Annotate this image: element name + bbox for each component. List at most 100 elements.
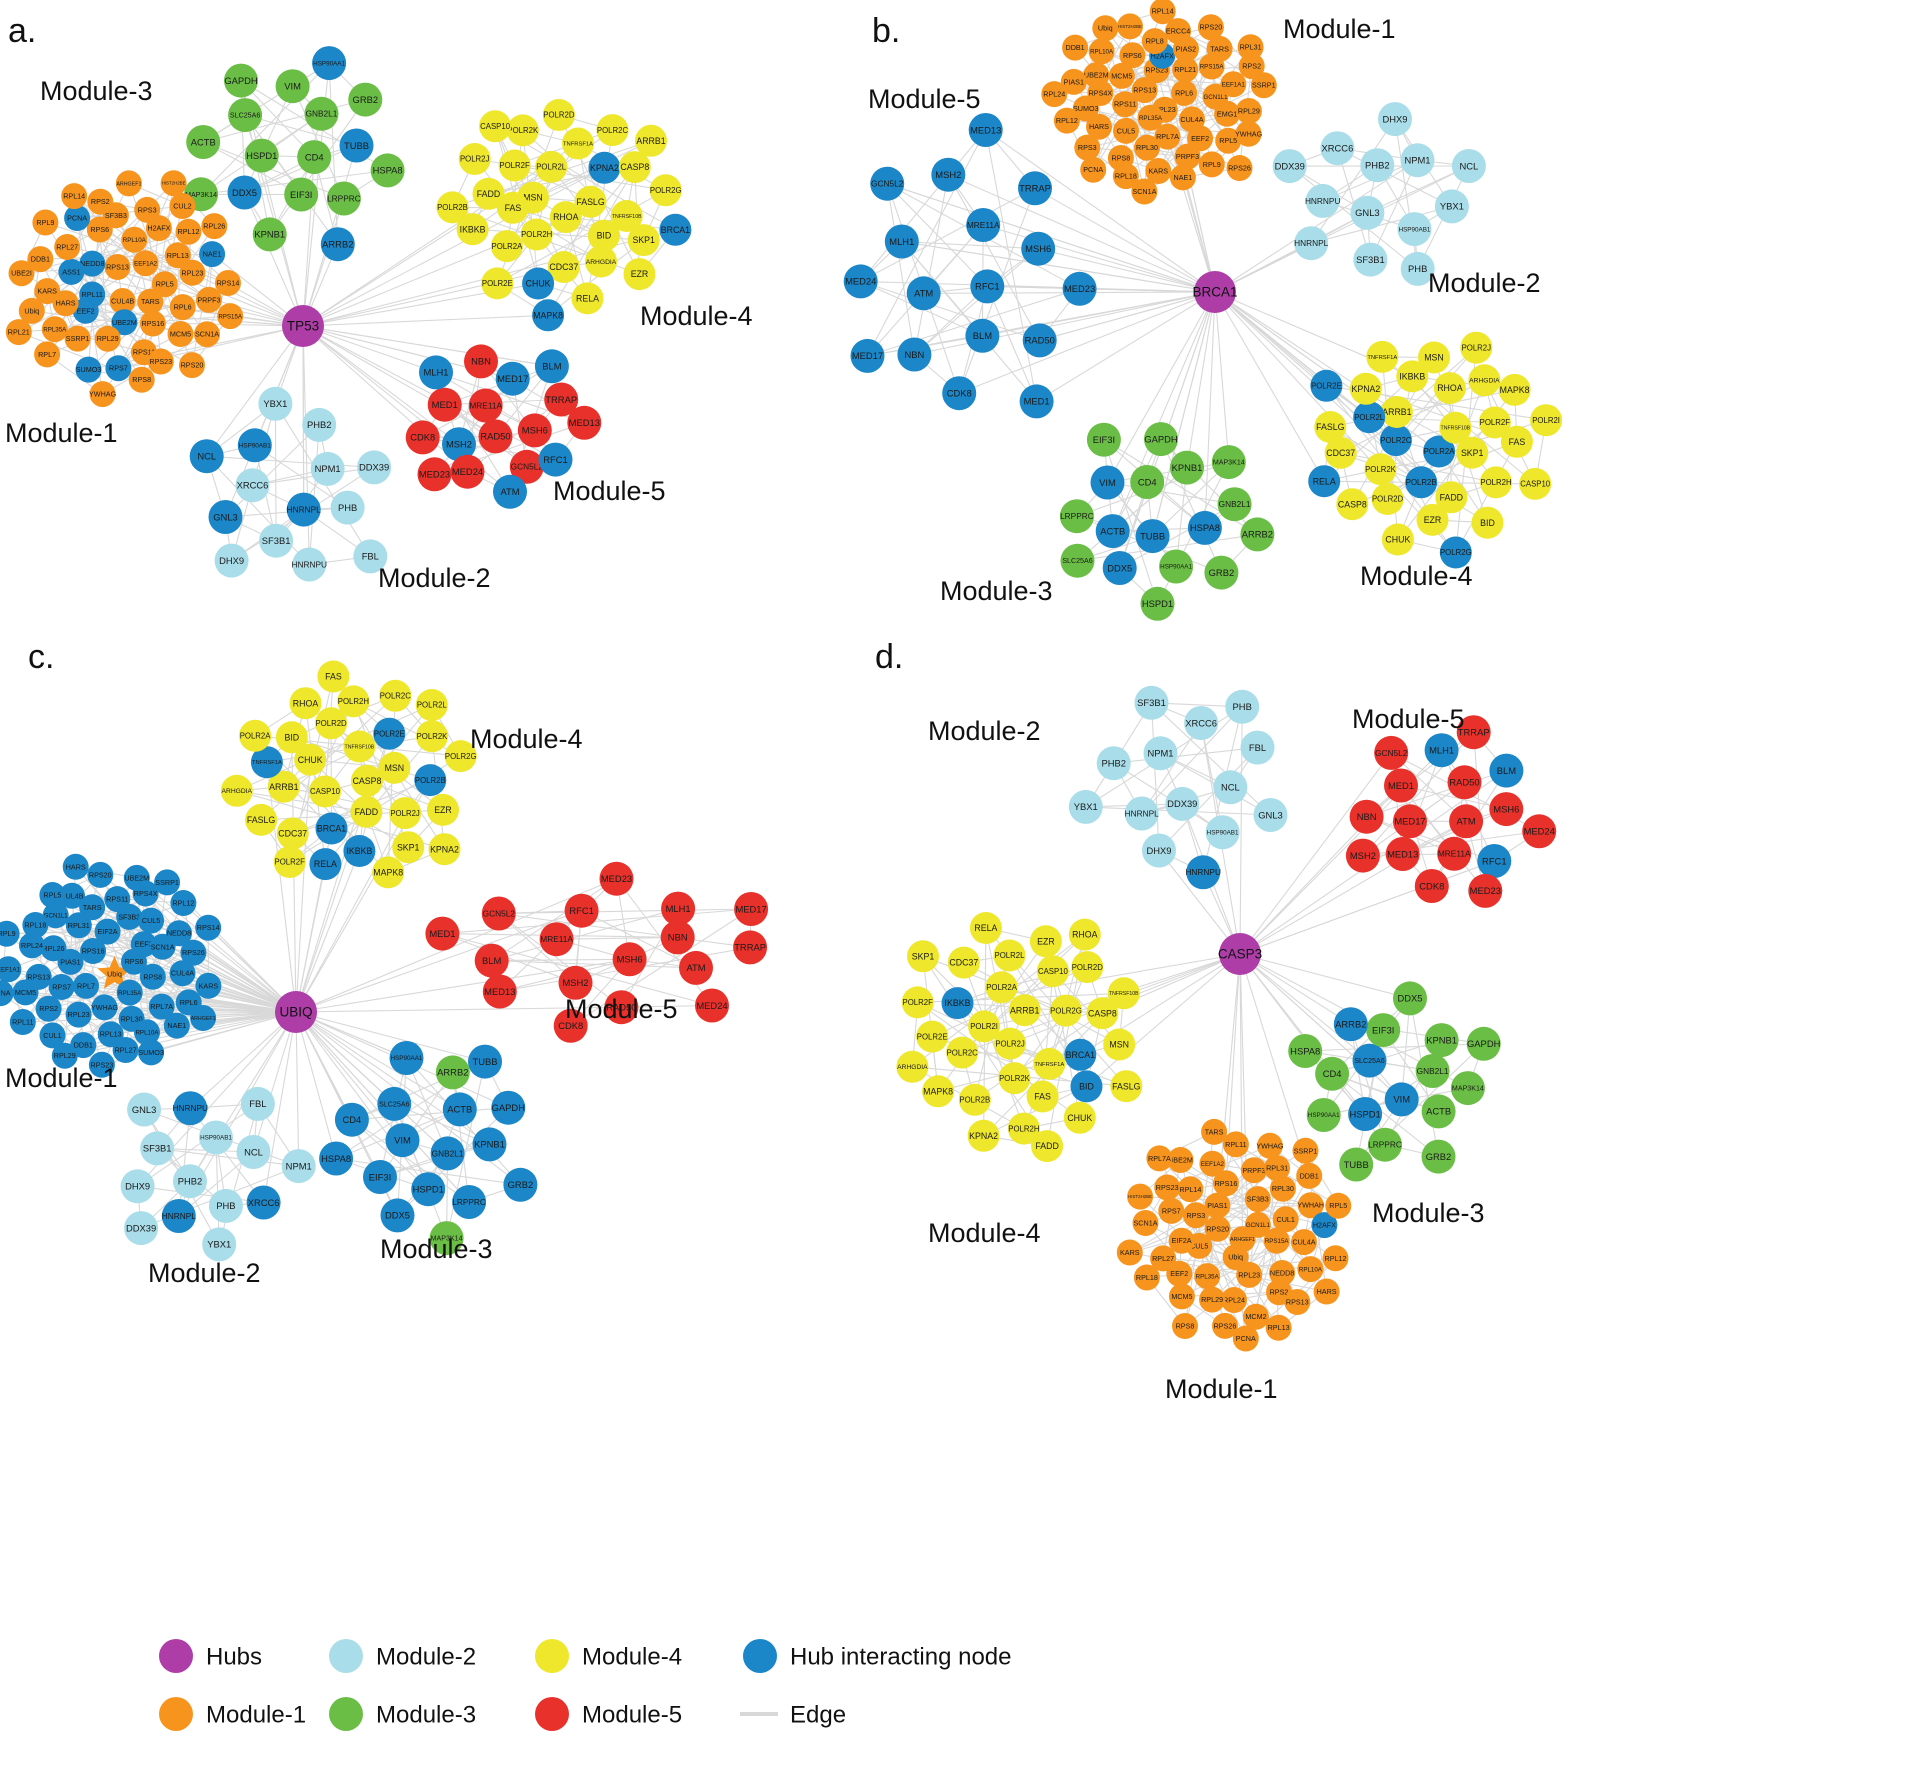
node-EZR: EZR: [1416, 503, 1449, 536]
node-RPS2: RPS2: [1238, 53, 1265, 80]
node-MED1: MED1: [1019, 384, 1054, 419]
node-label: UBE2I: [11, 269, 32, 278]
node-SSRP1: SSRP1: [154, 869, 181, 896]
node-label: SUMO3: [76, 365, 102, 374]
node-label: VIM: [1393, 1094, 1410, 1105]
node-SLC25A6: SLC25A6: [1060, 543, 1095, 578]
hub-label: UBIQ: [279, 1005, 312, 1020]
node-MAP3K14: MAP3K14: [1450, 1071, 1485, 1106]
node-TNFRSF10B: TNFRSF10B: [1439, 411, 1472, 444]
node-POLR2F: POLR2F: [1478, 406, 1511, 439]
node-ERCC4: ERCC4: [1165, 18, 1192, 45]
node-label: H2AFX: [1313, 1221, 1336, 1230]
node-DDX39: DDX39: [357, 450, 392, 485]
node-MSH2: MSH2: [558, 965, 593, 1000]
node-label: CUL1: [1277, 1215, 1295, 1224]
node-MSH6: MSH6: [612, 942, 647, 977]
node-label: RPS4X: [134, 889, 158, 898]
legend-swatch-Module-5: [535, 1697, 569, 1731]
node-label: RPL30: [121, 1014, 143, 1023]
node-label: RAD50: [606, 1001, 636, 1012]
node-HSPD1: HSPD1: [244, 138, 279, 173]
module-label-c-Module-5: Module-5: [565, 994, 678, 1024]
node-CD4: CD4: [297, 140, 332, 175]
node-label: MED17: [735, 903, 766, 914]
node-MRE11A: MRE11A: [1437, 836, 1472, 871]
node-POLR2H: POLR2H: [1007, 1112, 1040, 1145]
node-RPS11: RPS11: [104, 886, 131, 913]
node-label: KPNA2: [969, 1131, 998, 1141]
node-label: POLR2F: [275, 858, 306, 867]
node-label: EEF1A1: [1222, 81, 1246, 88]
node-label: MSH2: [935, 169, 961, 180]
node-label: RHOA: [293, 698, 319, 708]
node-label: RPL5: [1219, 136, 1237, 145]
node-label: MSH6: [1025, 243, 1051, 254]
node-label: RPS16: [82, 947, 105, 956]
node-label: ARHGDIA: [897, 1064, 928, 1071]
node-RPL29: RPL29: [1199, 1286, 1226, 1313]
node-label: GAPDH: [1144, 433, 1177, 444]
node-GRB2: GRB2: [503, 1167, 538, 1202]
node-label: EEF2: [1170, 1269, 1188, 1278]
node-BLM: BLM: [1489, 753, 1524, 788]
node-FADD: FADD: [1435, 481, 1468, 514]
node-label: RPS7: [109, 364, 128, 373]
node-POLR2L: POLR2L: [1353, 401, 1386, 434]
node-label: TNFRSF10B: [612, 214, 642, 220]
node-RPL9: RPL9: [0, 920, 20, 947]
node-RPL7: RPL7: [73, 972, 99, 999]
node-label: DHX9: [219, 555, 244, 566]
node-CASP8: CASP8: [618, 151, 651, 184]
node-RAD50: RAD50: [1022, 323, 1057, 358]
node-TNFRSF10B: TNFRSF10B: [1107, 977, 1140, 1010]
node-VIM: VIM: [1090, 465, 1125, 500]
node-label: BID: [284, 732, 299, 742]
node-CDC37: CDC37: [276, 817, 309, 850]
node-ARRB1: ARRB1: [1380, 396, 1413, 428]
node-RELA: RELA: [309, 848, 342, 881]
node-GCN5L2: GCN5L2: [509, 449, 544, 484]
node-EEF1A1: EEF1A1: [0, 956, 22, 983]
legend-label: Hub interacting node: [790, 1643, 1011, 1670]
node-label: CASP10: [310, 787, 341, 796]
node-MAP3K14: MAP3K14: [1211, 445, 1246, 480]
node-label: RPL23: [181, 268, 203, 277]
node-label: TRRAP: [545, 394, 577, 405]
node-YBX1: YBX1: [258, 386, 293, 421]
node-MAP3K14: MAP3K14: [429, 1221, 464, 1256]
node-UBE2M: UBE2M: [1167, 1147, 1194, 1173]
node-BID: BID: [1471, 506, 1504, 539]
node-GAPDH: GAPDH: [1466, 1026, 1501, 1061]
node-label: RPL5: [156, 280, 174, 289]
node-label: SLC25A6: [230, 112, 260, 120]
node-label: POLR2L: [536, 163, 567, 172]
node-RPS13: RPS13: [1284, 1289, 1311, 1315]
node-label: RPS11: [1114, 100, 1136, 109]
node-label: ARRB2: [437, 1067, 468, 1078]
node-label: FAS: [325, 672, 342, 682]
node-label: RPL9: [36, 218, 54, 227]
node-label: ARRB2: [1242, 529, 1273, 540]
node-EMG1: EMG1: [1214, 100, 1241, 127]
node-MSH6: MSH6: [517, 413, 552, 448]
node-label: GNB2L1: [1417, 1066, 1449, 1076]
node-EZR: EZR: [427, 793, 459, 826]
node-label: RPS14: [197, 923, 220, 932]
node-MAPK8: MAPK8: [532, 299, 565, 332]
node-DDX5: DDX5: [227, 175, 262, 210]
node-CUL1: CUL1: [1272, 1206, 1299, 1233]
node-label: SKP1: [397, 842, 420, 852]
node-KPNB1: KPNB1: [1170, 450, 1204, 485]
node-CUL5: CUL5: [1113, 117, 1139, 144]
node-label: MCM5: [15, 988, 36, 997]
node-UBE2M: UBE2M: [1083, 62, 1110, 89]
node-YBX1: YBX1: [202, 1227, 237, 1262]
node-label: FBL: [1249, 742, 1266, 753]
node-label: KARS: [37, 287, 57, 296]
node-label: RPS6: [125, 957, 144, 966]
node-label: RPL26: [43, 944, 65, 953]
node-label: RPL6: [174, 303, 192, 312]
node-GNB2L1: GNB2L1: [430, 1136, 465, 1171]
node-label: BRCA1: [661, 225, 690, 235]
